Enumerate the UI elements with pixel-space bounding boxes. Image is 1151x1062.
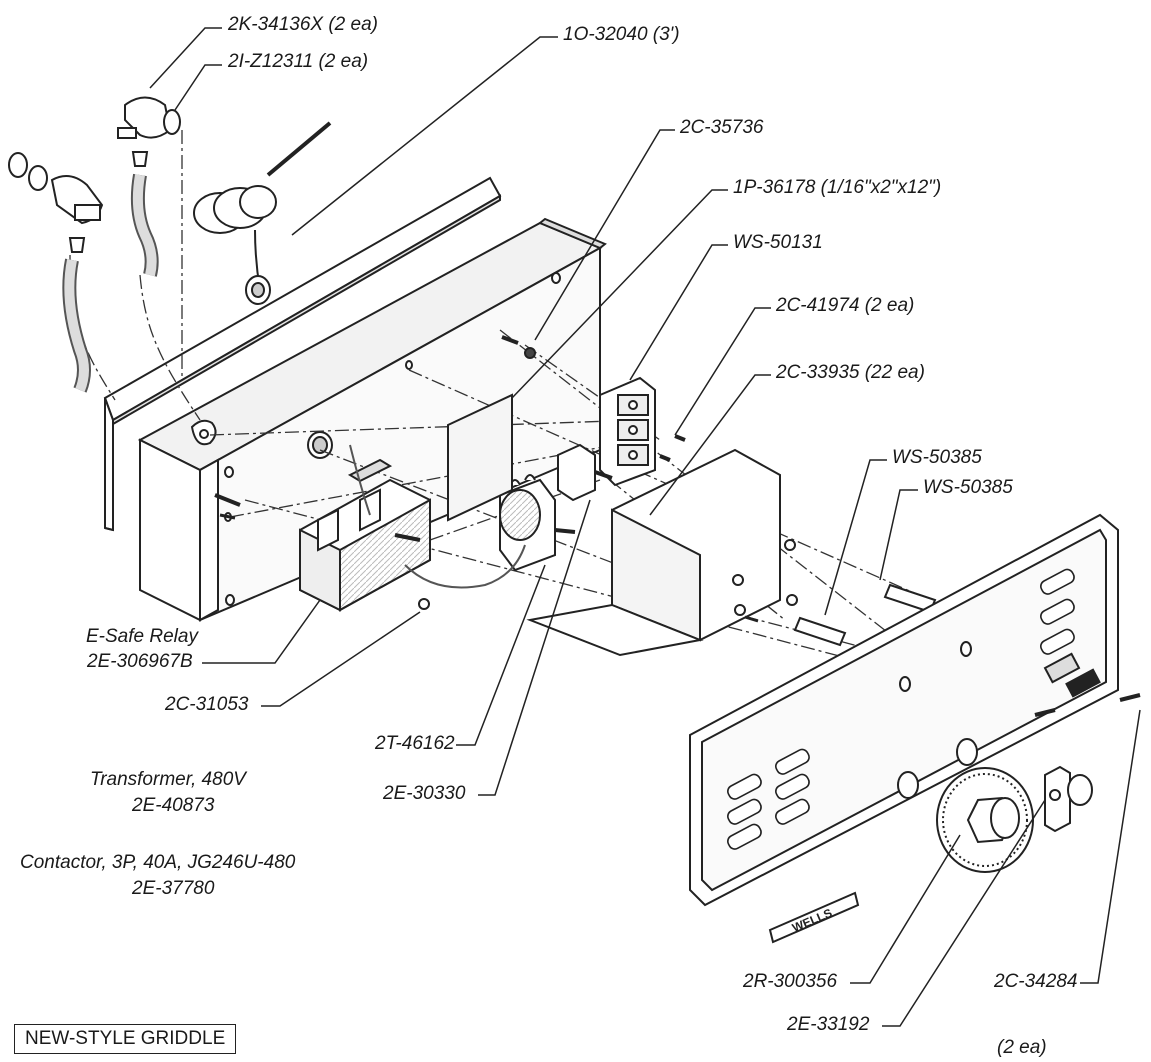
label-ws-50385-a: WS-50385 bbox=[892, 447, 982, 468]
label-2c-31053: 2C-31053 bbox=[165, 694, 249, 715]
label-1o-32040: 1O-32040 (3') bbox=[563, 24, 680, 45]
indicator-light bbox=[1044, 765, 1093, 833]
back-gasket-panel bbox=[103, 176, 502, 532]
label-1p-36178: 1P-36178 (1/16"x2"x12") bbox=[733, 177, 942, 198]
nameplate-text: WELLS bbox=[790, 906, 834, 935]
contactor-note-line1: Contactor, 3P, 40A, JG246U-480 bbox=[20, 852, 296, 873]
label-ws-50131: WS-50131 bbox=[733, 232, 823, 253]
leader-lines bbox=[149, 27, 1141, 1027]
transformer-note-line1: Transformer, 480V bbox=[90, 769, 246, 790]
probe-assembly bbox=[193, 121, 332, 305]
contactor-note-line2: 2E-37780 bbox=[132, 878, 215, 899]
label-2c-35736: 2C-35736 bbox=[680, 117, 764, 138]
terminal-block bbox=[599, 376, 656, 487]
label-2e-33192: 2E-33192 bbox=[787, 1014, 870, 1035]
label-2k-34136x: 2K-34136X (2 ea) bbox=[228, 14, 378, 35]
left-fittings bbox=[8, 152, 104, 393]
transformer-note-line2: 2E-40873 bbox=[132, 795, 215, 816]
title-box: NEW-STYLE GRIDDLE bbox=[14, 1024, 237, 1054]
screws bbox=[214, 335, 1141, 717]
label-2t-46162: 2T-46162 bbox=[375, 733, 455, 754]
insulation-pad bbox=[447, 393, 513, 522]
esafe-relay bbox=[299, 458, 431, 612]
front-control-panel bbox=[689, 513, 1119, 907]
label-esafe-relay: E-Safe Relay bbox=[86, 626, 198, 647]
label-2c-34284-qty: (2 ea) bbox=[997, 1037, 1047, 1058]
thermostat-knob bbox=[936, 767, 1034, 873]
upper-fittings bbox=[117, 96, 181, 277]
label-ws-50385-b: WS-50385 bbox=[923, 477, 1013, 498]
label-2c-34284: 2C-34284 bbox=[994, 971, 1078, 992]
label-2i-z12311: 2I-Z12311 (2 ea) bbox=[228, 51, 369, 72]
label-2c-33935: 2C-33935 (22 ea) bbox=[776, 362, 925, 383]
wiring bbox=[349, 444, 526, 589]
label-2r-300356: 2R-300356 bbox=[743, 971, 838, 992]
label-2e-30330: 2E-30330 bbox=[383, 783, 466, 804]
label-2c-41974: 2C-41974 (2 ea) bbox=[776, 295, 915, 316]
transformer bbox=[499, 474, 576, 572]
mounting-bracket bbox=[526, 448, 798, 657]
nameplate: WELLS bbox=[768, 891, 860, 944]
label-2e-306967b: 2E-306967B bbox=[87, 651, 193, 672]
toggle-switch bbox=[557, 443, 613, 502]
